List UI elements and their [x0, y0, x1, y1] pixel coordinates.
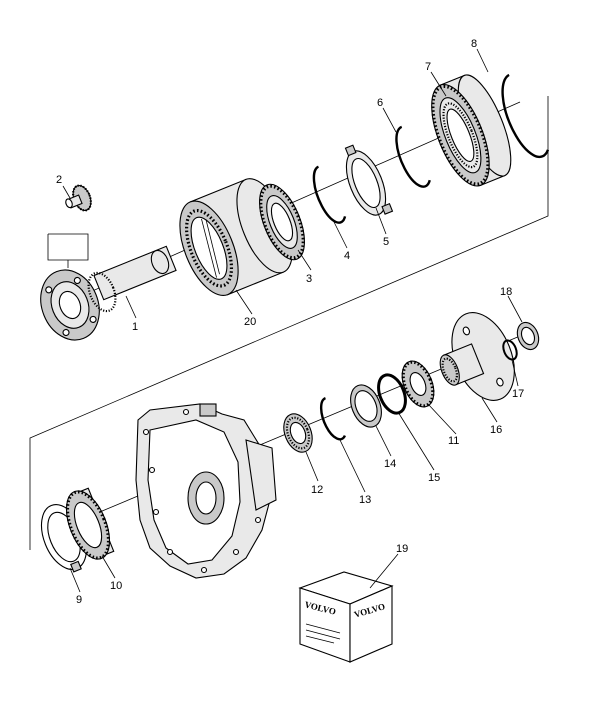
callout-12: 12 [311, 484, 323, 496]
callout-4: 4 [344, 250, 350, 262]
callout-20: 20 [244, 316, 256, 328]
callout-9: 9 [76, 594, 82, 606]
part-8-snap-ring [501, 73, 550, 159]
callout-15: 15 [428, 472, 440, 484]
callout-10: 10 [110, 580, 122, 592]
callout-1: 1 [132, 321, 138, 333]
callout-16: 16 [490, 424, 502, 436]
callout-labels: 1 2 3 4 5 6 7 8 9 10 11 12 13 14 15 16 1… [56, 38, 524, 606]
part-11-gear [401, 360, 435, 408]
callout-7: 7 [425, 61, 431, 73]
transfer-case-housing [135, 403, 277, 579]
callout-18: 18 [500, 286, 512, 298]
part-12-bearing [283, 413, 313, 453]
callout-11: 11 [448, 435, 459, 447]
part-17-o-ring [502, 339, 518, 361]
kit-box-label-lines [305, 623, 341, 644]
part-18-seal [516, 321, 540, 351]
part-4-snap-ring [312, 165, 347, 224]
callout-8: 8 [471, 38, 477, 50]
callout-2: 2 [56, 174, 62, 186]
part-13-snap-ring [319, 396, 347, 441]
callout-17: 17 [512, 388, 524, 400]
housing-bolt-holes [142, 408, 262, 574]
callout-14: 14 [384, 458, 396, 470]
part-7-sliding-sleeve [431, 74, 512, 187]
callout-13: 13 [359, 494, 371, 506]
part-6-snap-ring [395, 125, 431, 188]
assembly-frame-lines [29, 96, 549, 550]
part-3-synchro-gear [259, 183, 305, 261]
part-15-o-ring [377, 373, 407, 415]
part-16-output-flange [439, 312, 515, 401]
part-14-ring [350, 384, 382, 428]
callout-3: 3 [306, 273, 312, 285]
callout-6: 6 [377, 97, 383, 109]
leader-lines [62, 48, 523, 593]
part-5-synchro-cone [344, 144, 394, 216]
callout-5: 5 [383, 236, 389, 248]
part-1-flange-shaft [40, 245, 177, 341]
callout-19: 19 [396, 543, 408, 555]
part-2-small-gear [65, 184, 92, 212]
part-19-repair-kit-box: VOLVO VOLVO [298, 571, 394, 663]
part-10-gear [65, 487, 115, 560]
